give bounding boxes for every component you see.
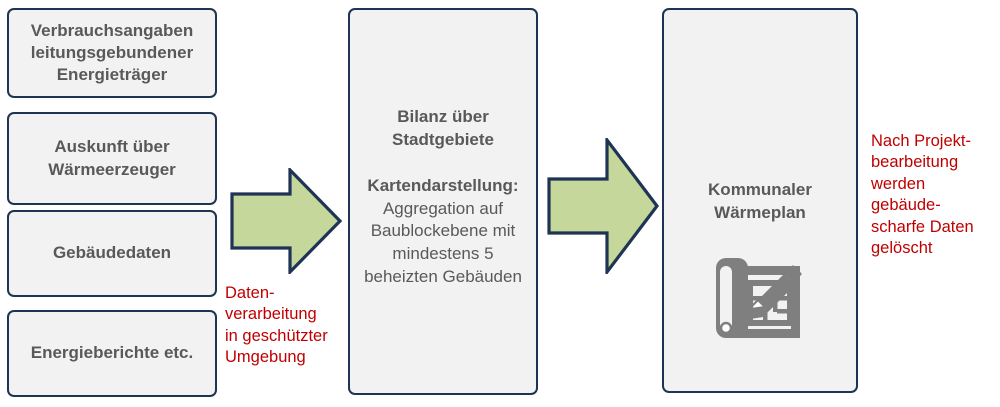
source-box-waermeerzeuger[interactable]: Auskunft über Wärmeerzeuger (7, 112, 217, 205)
source-box-label: Gebäudedaten (52, 243, 172, 263)
source-box-label: Auskunft über Wärmeerzeuger (48, 137, 176, 179)
source-box-energieberichte[interactable]: Energieberichte etc. (7, 310, 217, 397)
source-box-gebaeudedaten[interactable]: Gebäudedaten (7, 210, 217, 297)
source-box-label: Energieberichte etc. (30, 343, 194, 363)
processing-subtitle-body: Aggregation auf Baublockebene mit mindes… (364, 198, 522, 286)
note-data-processing: Daten- verarbeitung in geschützter Umgeb… (225, 284, 328, 367)
processing-subtitle-heading: Kartendarstellung: (367, 176, 519, 196)
source-box-label: Verbrauchsangaben leitungsgebundener Ene… (30, 20, 194, 85)
note-data-deletion: Nach Projekt- bearbeitung werden gebäude… (871, 132, 974, 258)
result-box-waermeplan[interactable]: Kommunaler Wärmeplan (662, 8, 858, 393)
arrow-sources-to-processing-icon (230, 168, 342, 274)
processing-box[interactable]: Bilanz über Stadtgebiete Kartendarstellu… (348, 8, 538, 395)
arrow-processing-to-plan-icon (547, 138, 659, 274)
blueprint-pencil-icon (716, 258, 802, 339)
processing-title: Bilanz über Stadtgebiete (391, 107, 495, 149)
result-title: Kommunaler Wärmeplan (708, 180, 812, 222)
source-box-verbrauchsangaben[interactable]: Verbrauchsangaben leitungsgebundener Ene… (7, 8, 217, 98)
